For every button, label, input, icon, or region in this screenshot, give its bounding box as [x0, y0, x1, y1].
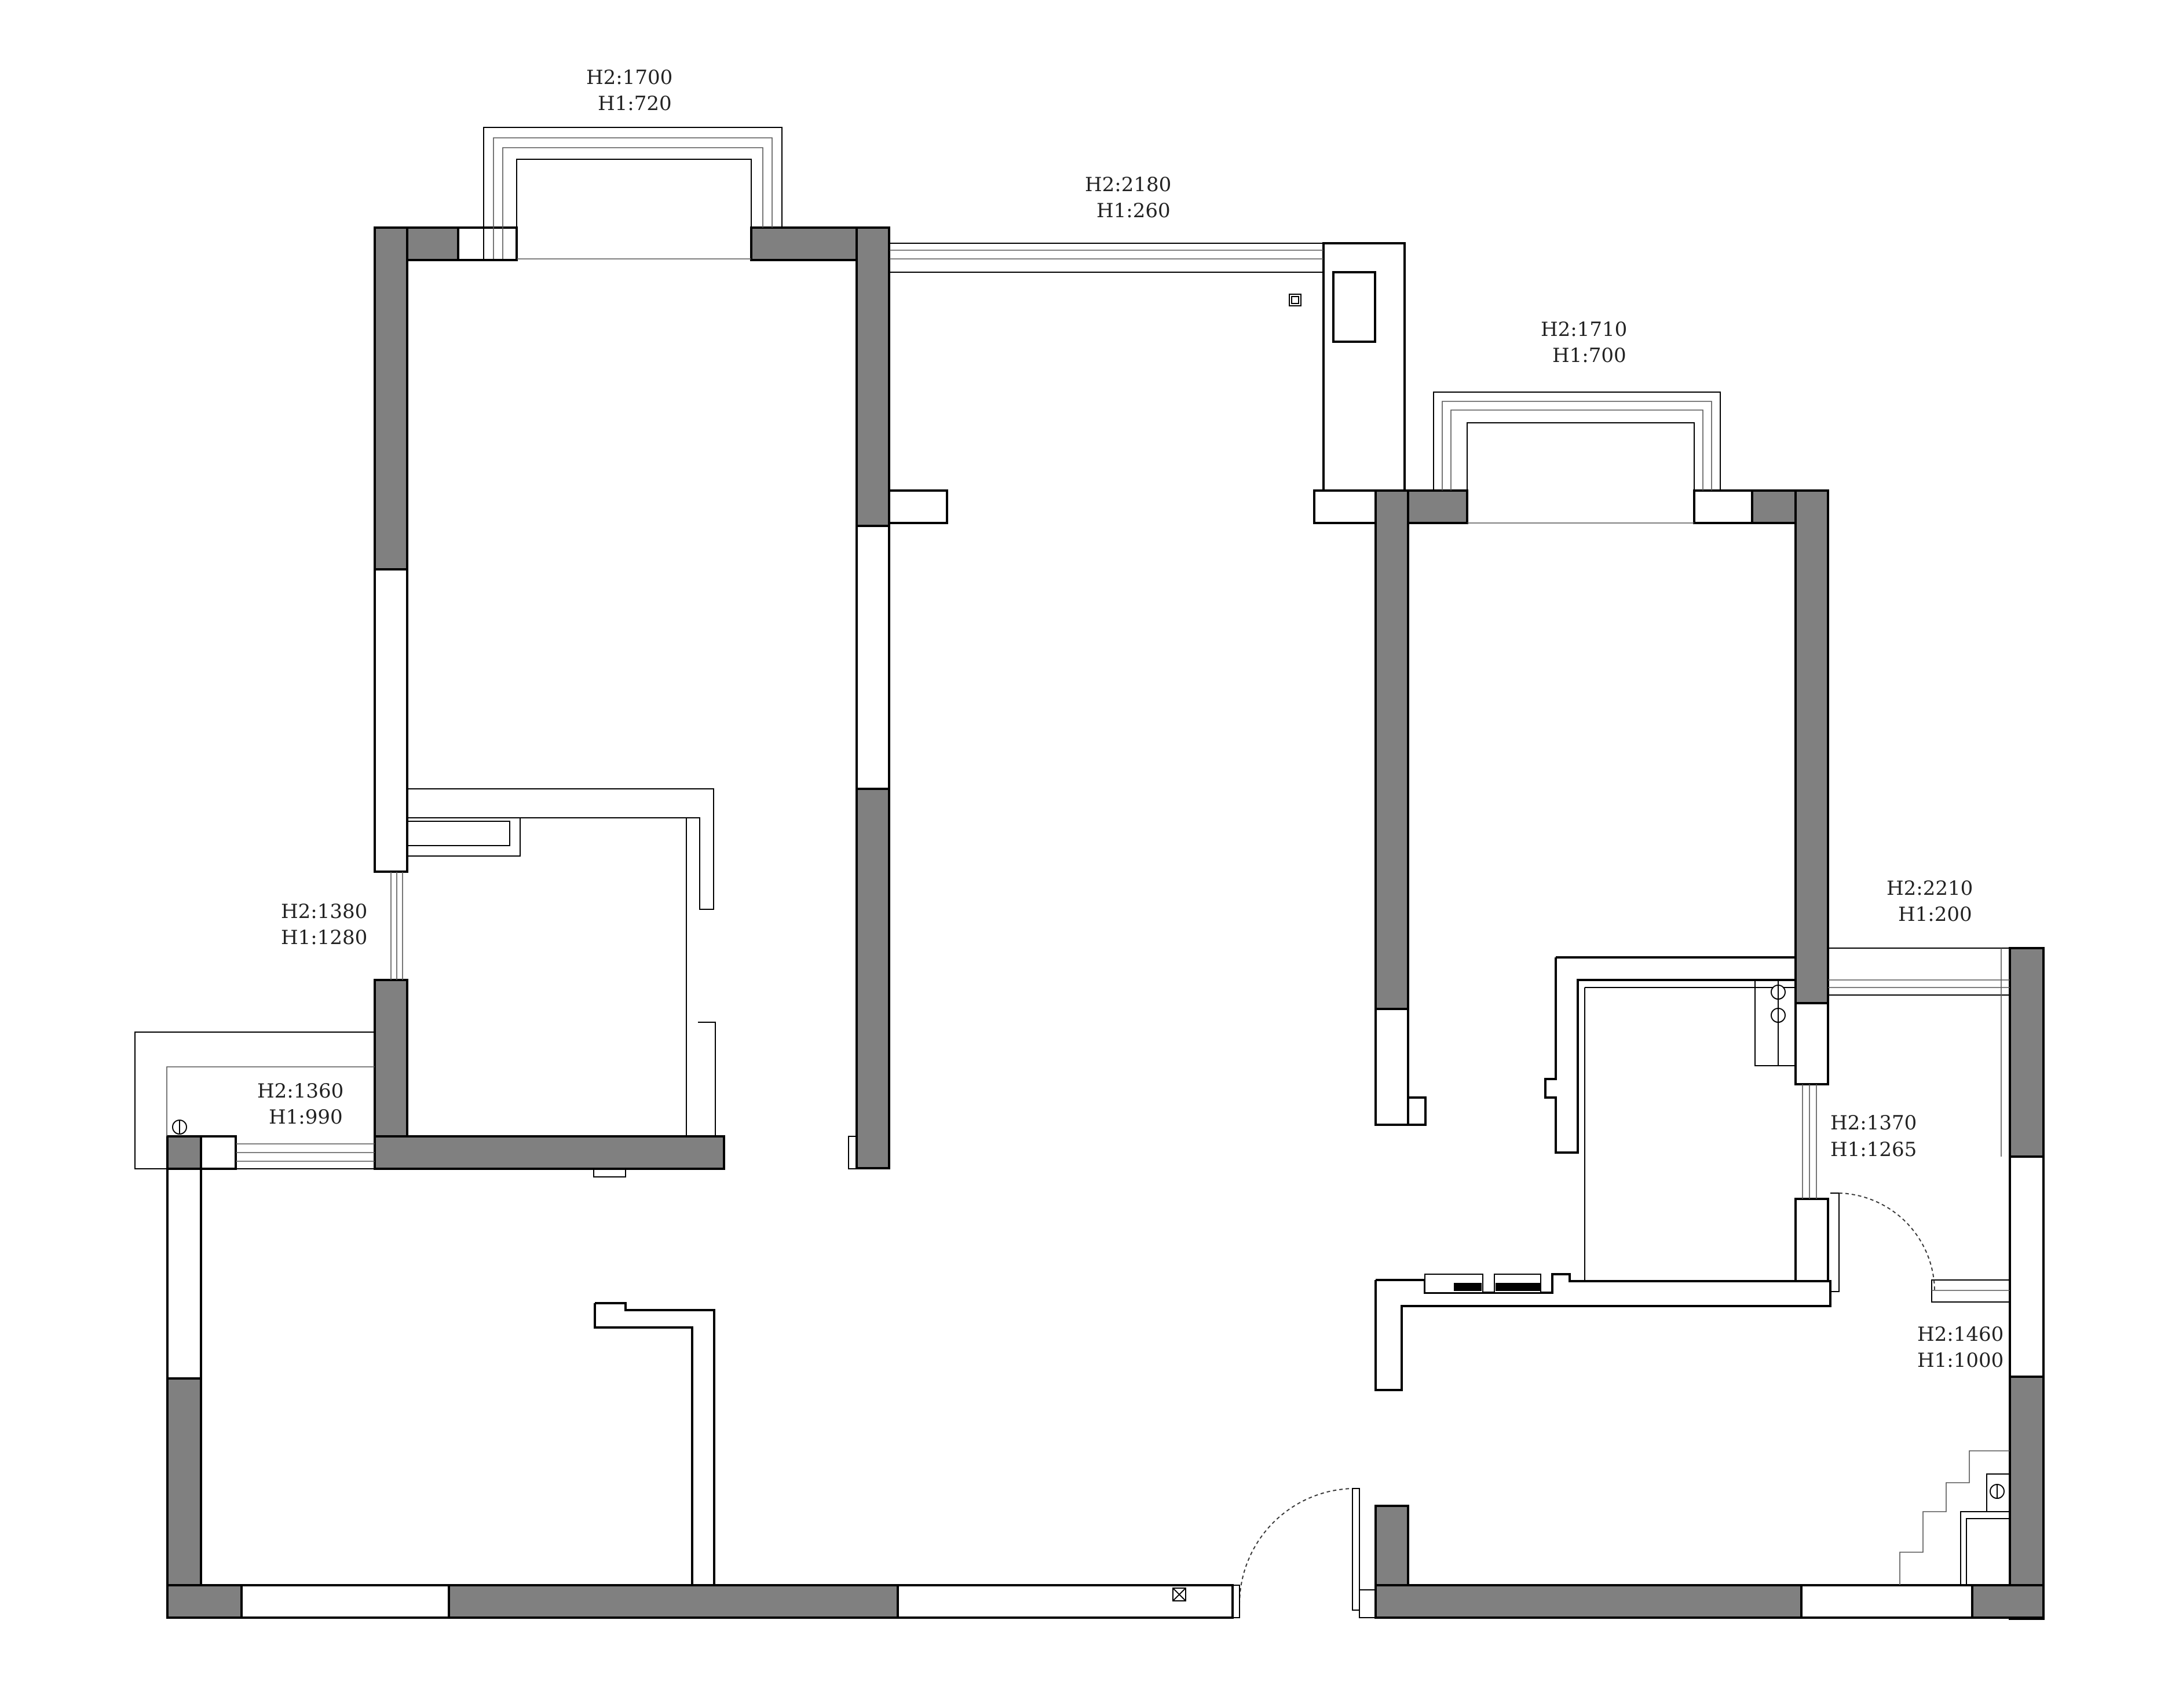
utility-cabinet: [1899, 1450, 2010, 1586]
label-north-right-h2: H2:1710: [1541, 318, 1627, 341]
label-east-mid-h1: H1:1265: [1830, 1138, 1917, 1161]
window-labels: H2:1700 H1:720 H2:2180 H1:260 H2:1710 H1…: [257, 66, 2004, 1372]
label-north-right-h1: H1:700: [1552, 344, 1626, 367]
label-west-upper-h1: H1:1280: [281, 926, 367, 949]
label-east-lower-h1: H1:1000: [1917, 1349, 2004, 1372]
doors: [1232, 1193, 1935, 1618]
partition-walls: [166, 226, 2045, 1619]
label-east-upper-h1: H1:200: [1898, 903, 1972, 926]
label-west-lower-h1: H1:990: [269, 1106, 343, 1129]
fixture-symbols: [172, 294, 1786, 1601]
label-north-left-h2: H2:1700: [586, 66, 672, 89]
interior-partitions: [407, 788, 1840, 1586]
label-east-upper-h2: H2:2210: [1887, 877, 1973, 900]
label-east-lower-h2: H2:1460: [1917, 1323, 2004, 1346]
windows: [134, 127, 2010, 1303]
label-north-mid-h1: H1:260: [1096, 199, 1171, 222]
label-north-left-h1: H1:720: [598, 92, 672, 115]
structural-walls: [166, 226, 2045, 1620]
label-west-lower-h2: H2:1360: [257, 1080, 343, 1103]
label-north-mid-h2: H2:2180: [1085, 173, 1171, 196]
label-east-mid-h2: H2:1370: [1830, 1111, 1917, 1135]
label-west-upper-h2: H2:1380: [281, 900, 367, 923]
